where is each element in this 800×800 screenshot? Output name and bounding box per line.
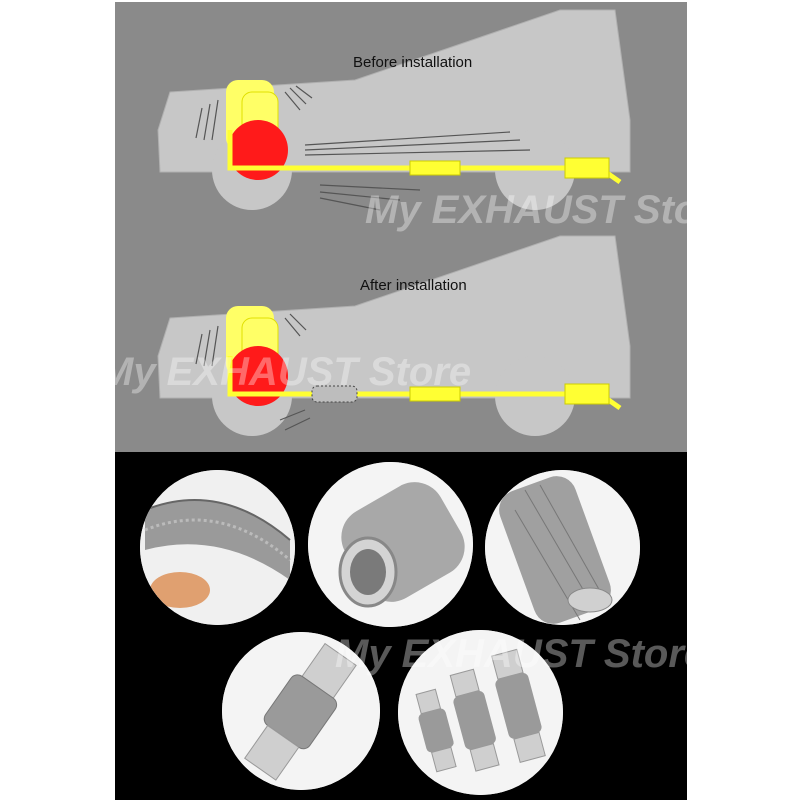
engine-after — [228, 346, 288, 406]
photo-three-flex-pipes — [398, 630, 563, 795]
photo-flex-pipe-with-tubes — [222, 632, 380, 790]
muffler-mid-after — [409, 386, 461, 402]
vibration-lines-after — [195, 313, 311, 431]
engine-before — [228, 120, 288, 180]
after-installation-label: After installation — [360, 277, 467, 294]
photo-braid-closeup — [485, 470, 640, 625]
installation-diagram — [157, 9, 631, 436]
flex-pipe-installed — [311, 385, 358, 403]
car-after — [157, 235, 631, 436]
photo-flex-pipe-end — [308, 462, 473, 627]
muffler-rear-after — [564, 383, 610, 405]
muffler-mid-before — [409, 160, 461, 176]
before-installation-label: Before installation — [353, 54, 473, 71]
vibration-lines-before — [195, 85, 531, 211]
photo-bent-flex-pipe — [140, 470, 295, 625]
car-before — [157, 9, 631, 211]
muffler-rear-before — [564, 157, 610, 179]
